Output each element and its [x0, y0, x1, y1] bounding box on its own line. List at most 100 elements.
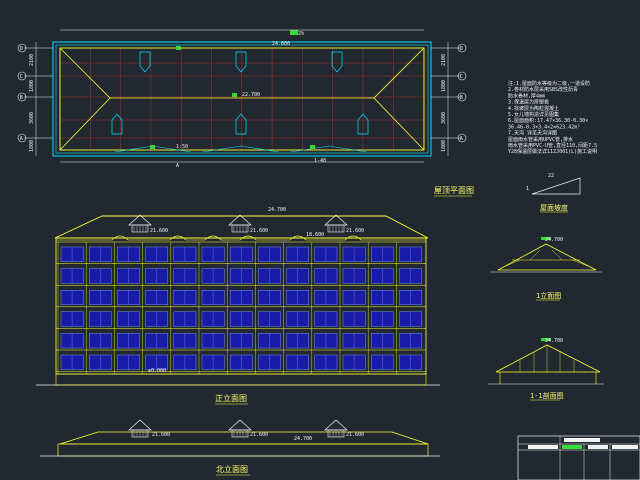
back-body	[57, 443, 429, 457]
note-line: 7.天沟 详见天沟详图	[508, 130, 557, 137]
roof-plan-top-tag: 2%	[298, 31, 304, 37]
dormer-gable	[324, 214, 348, 226]
note-line: 36.46-0.3×3.4×2=623.42m²	[508, 124, 580, 130]
grid-axis-right-3: B	[460, 95, 463, 101]
detail-1-elevation: 24.700 1立面图	[490, 237, 602, 301]
roof-plan-grid	[59, 48, 424, 150]
note-line: 4.找坡层为陶粒混凝土	[508, 105, 559, 112]
slope-triangle	[531, 177, 581, 195]
title-block-bar-1	[564, 438, 600, 442]
detail-2-gable	[495, 344, 601, 373]
roof-plan-hip-right	[373, 47, 425, 151]
detail-1-label: 24.700	[545, 237, 563, 243]
title-block-lines	[518, 436, 640, 480]
slope-diagram: 22 1 屋面坡度	[526, 173, 581, 213]
front-dormer-2-label: 21.600	[250, 228, 268, 234]
roof-plan-title: 屋顶平面图	[434, 186, 474, 195]
detail-2-label: 24.700	[545, 338, 563, 344]
front-mid-label: 18.600	[306, 232, 324, 238]
dim-right-3: 3600	[441, 112, 447, 124]
roof-plan-hip-left	[59, 47, 111, 151]
title-block-bar-4	[588, 445, 608, 449]
dim-left-4: 1800	[29, 140, 35, 152]
roof-plan-eave	[59, 47, 425, 151]
dormer-gable	[324, 419, 348, 431]
dormer-gable	[228, 419, 252, 431]
note-line: 注:1.屋面防水等级为二级,一道设防	[508, 80, 590, 87]
roof-plan: 24.600 2% 22.700 1:50 A 1-48 D	[17, 29, 467, 169]
back-dormer-3-label: 21.600	[346, 432, 364, 438]
detail-2-trusses	[519, 345, 575, 372]
back-dormers	[128, 419, 348, 438]
roof-plan-parapet	[52, 41, 432, 157]
front-elevation-title: 正立面图	[215, 393, 247, 403]
note-line: 2.卷材防水层采用SBS改性沥青	[508, 86, 578, 93]
detail-2-section: 24.700 1-1剖面图	[488, 338, 604, 401]
dim-left-3: 3600	[29, 112, 35, 124]
title-block-frame	[517, 435, 640, 480]
roof-plan-top-elev: 24.600	[272, 41, 290, 47]
roof-plan-markers	[150, 30, 315, 149]
roof-plan-dims-right: 2100 1800 3600 1800	[441, 54, 447, 152]
back-dormer-1-label: 21.600	[152, 432, 170, 438]
front-base-label: ±0.000	[148, 368, 166, 374]
note-line: 屋面雨水管采用UPVC管,排水	[508, 136, 573, 143]
note-line: 雨水管采用PVC-U管,直径110,间距7.5	[508, 142, 597, 149]
grid-axis-left: D C B A	[17, 43, 27, 143]
front-roof	[54, 215, 429, 239]
roof-plan-dims-left: 2100 1800 3600 1800	[29, 54, 35, 152]
back-roof	[59, 431, 429, 445]
grid-axis-right-4: A	[460, 136, 463, 142]
back-elevation: 21.600 21.600 21.600 24.700 北立面图	[40, 419, 440, 476]
roof-plan-bottom-right: 1-48	[314, 158, 326, 164]
back-mid-label: 24.700	[294, 436, 312, 442]
back-dormer-2-label: 21.600	[250, 432, 268, 438]
grid-axis-left-3: B	[20, 95, 23, 101]
grid-axis-left-4: A	[20, 136, 23, 142]
front-dormer-1-label: 21.600	[150, 228, 168, 234]
title-block	[517, 435, 640, 480]
roof-plan-bottom-tag: 1:50	[176, 144, 188, 150]
note-line: Y28保温层做法详11ZJ001(L)施工说明	[508, 148, 597, 155]
detail-1-gable	[497, 243, 597, 271]
slope-base: 1	[526, 186, 529, 192]
detail-2-marker	[541, 338, 551, 341]
grid-axis-right-2: C	[460, 74, 463, 80]
front-dormers	[128, 214, 348, 233]
dormer-gable	[228, 214, 252, 226]
note-line: 防水卷材,厚4mm	[508, 92, 545, 99]
roof-plan-center-elev: 22.700	[242, 92, 260, 98]
dim-right-1: 2100	[441, 54, 447, 66]
roof-plan-dimension-lines	[24, 29, 460, 163]
notes-block: 注:1.屋面防水等级为二级,一道设防 2.卷材防水层采用SBS改性沥青 防水卷材…	[508, 80, 597, 155]
front-window-grid	[56, 241, 426, 374]
front-dormer-3-label: 21.600	[346, 228, 364, 234]
grid-axis-right: D C B A	[457, 43, 467, 143]
detail-2-title: 1-1剖面图	[530, 391, 564, 400]
note-line: 6.屋面面积:17.47×36.30-0.30×	[508, 117, 588, 124]
detail-1-shading	[505, 249, 589, 267]
front-elevation: 24.700 21.600 21.600 21.600 18.600 ±0.00…	[36, 207, 440, 405]
dim-right-4: 1800	[441, 140, 447, 152]
front-ridge-label: 24.700	[268, 207, 286, 213]
detail-1-title: 1立面图	[536, 291, 561, 300]
note-line: 5.女儿墙构造详见图集	[508, 111, 559, 118]
detail-1-marker	[541, 237, 551, 240]
back-elevation-title: 北立面图	[216, 464, 248, 474]
dim-left-2: 1800	[29, 80, 35, 92]
dormer-gable	[128, 214, 152, 226]
note-line: 3.保温层为挤塑板	[508, 99, 549, 106]
roof-plan-bottom-left: A	[176, 163, 179, 169]
front-parapet-scallops	[56, 235, 426, 241]
slope-value: 22	[548, 173, 554, 179]
grid-axis-left-1: D	[20, 46, 23, 52]
title-block-bar-5	[612, 445, 638, 449]
dim-left-1: 2100	[29, 54, 35, 66]
grid-axis-left-2: C	[20, 74, 23, 80]
dim-right-2: 1800	[441, 80, 447, 92]
dormer-gable	[128, 419, 152, 431]
grid-axis-right-1: D	[460, 46, 463, 52]
front-plinth	[55, 373, 427, 386]
title-block-bar-3	[562, 445, 582, 449]
